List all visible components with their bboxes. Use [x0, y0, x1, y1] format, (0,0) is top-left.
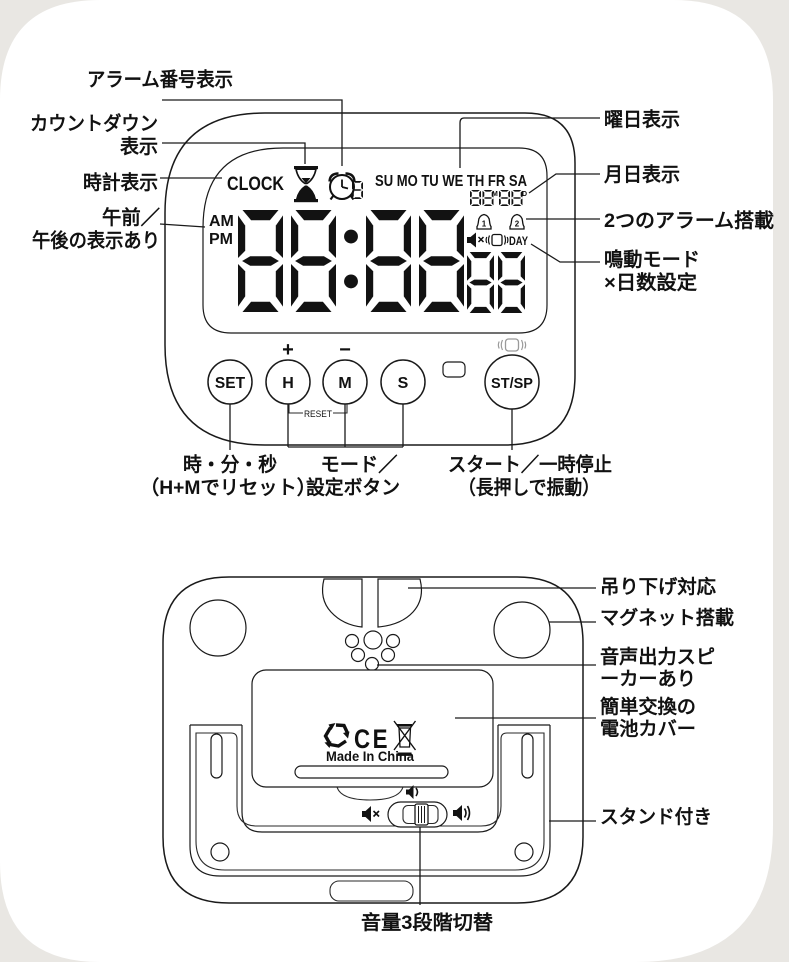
date-display: M D — [470, 190, 527, 206]
lcd-days: SU MO TU WE TH FR SA — [375, 173, 527, 190]
label-ring-mode-1: 鳴動モード — [604, 248, 700, 271]
label-ring-mode-2: ×日数設定 — [604, 271, 698, 294]
minus-label: − — [339, 339, 351, 361]
thumb-notch — [336, 786, 404, 801]
line-countdown — [162, 142, 306, 164]
am-label: AM — [209, 213, 234, 230]
line-hms — [287, 404, 404, 448]
clock-front-view: CLOCK SU MO TU WE TH FR SA M D — [164, 112, 576, 446]
label-ampm-1: 午前／ — [102, 206, 160, 229]
volume-knob — [414, 803, 429, 826]
ce-mark: CE — [354, 724, 390, 754]
hanging-slot — [321, 578, 423, 628]
bottom-notch — [329, 880, 414, 902]
magnet-right — [493, 601, 551, 659]
label-magnet: マグネット搭載 — [600, 606, 734, 629]
plus-label: + — [282, 339, 294, 361]
back-annotation-lines — [377, 587, 596, 905]
pm-label: PM — [209, 231, 233, 248]
day-mark: D — [522, 191, 527, 198]
label-countdown-2: 表示 — [119, 135, 158, 158]
label-stand: スタンド付き — [600, 805, 712, 828]
magnet-left — [189, 599, 247, 657]
label-speaker-1: 音声出力スピ — [600, 645, 715, 668]
volume-switch — [362, 785, 471, 828]
led-indicator — [442, 361, 466, 378]
label-battery-1: 簡単交換の — [600, 695, 696, 718]
label-hanging: 吊り下げ対応 — [600, 575, 716, 598]
label-speaker-2: ーカーあり — [600, 668, 696, 690]
lcd-mode-label: CLOCK — [227, 174, 284, 195]
front-annotation-lines — [159, 99, 600, 450]
reset-bracket: RESET — [288, 404, 348, 420]
clock-back-view: CE Made In China — [162, 576, 584, 904]
month-mark: M — [492, 191, 498, 198]
label-weekday: 曜日表示 — [604, 108, 680, 131]
stand-slot-right — [521, 733, 534, 779]
label-volume: 音量3段階切替 — [361, 911, 494, 934]
day-label: DAY — [509, 236, 528, 248]
bell-1-icon: 1 — [476, 213, 492, 230]
date-day-display — [499, 190, 523, 206]
label-two-alarms: 2つのアラーム搭載 — [604, 209, 775, 232]
label-ampm-2: 午後の表示あり — [32, 229, 160, 252]
label-mode-2: 設定ボタン — [306, 476, 400, 499]
front-annotation-labels: アラーム番号表示 カウントダウン 表示 時計表示 午前／ 午後の表示あり 曜日表… — [30, 68, 775, 499]
svg-text:2: 2 — [515, 220, 520, 229]
line-alarm-number — [162, 99, 343, 166]
date-month-display — [470, 190, 494, 206]
label-countdown-1: カウントダウン — [30, 112, 158, 135]
stand-slot-left — [210, 733, 223, 779]
vibrate-icon — [485, 233, 509, 247]
label-mode-1: モード／ — [321, 453, 398, 476]
weee-icon — [393, 720, 417, 756]
time-display — [238, 210, 464, 312]
alarm-number-display — [352, 181, 363, 199]
label-monthday: 月日表示 — [603, 163, 680, 186]
vibrate-mode-mark — [497, 338, 527, 352]
seconds-display — [467, 252, 525, 313]
line-weekday — [459, 117, 600, 168]
recycle-icon — [323, 723, 350, 748]
battery-cover — [251, 669, 494, 788]
label-hms-1: 時・分・秒 — [183, 453, 277, 476]
startstop-button-label: ST/SP — [491, 376, 533, 392]
hour-button-label: H — [282, 375, 294, 392]
mute-icon — [467, 232, 485, 248]
alarm-clock-icon — [328, 172, 356, 201]
label-clock-display: 時計表示 — [83, 171, 158, 194]
volume-high-icon — [453, 805, 471, 821]
minute-button-label: M — [338, 375, 351, 392]
bell-2-icon: 2 — [509, 213, 525, 230]
volume-low-icon — [406, 785, 419, 799]
mute-icon-back — [362, 806, 380, 822]
battery-latch — [294, 765, 449, 779]
back-annotation-labels: 吊り下げ対応 マグネット搭載 音声出力スピ ーカーあり 簡単交換の 電池カバー … — [361, 575, 734, 934]
screw-left — [210, 842, 230, 862]
speaker-holes — [344, 630, 401, 672]
screw-right — [514, 842, 534, 862]
label-alarm-number: アラーム番号表示 — [87, 68, 233, 91]
line-ring-mode — [530, 243, 600, 263]
second-button-label: S — [398, 375, 409, 392]
label-battery-2: 電池カバー — [600, 717, 696, 740]
label-start-1: スタート／一時停止 — [448, 453, 612, 476]
made-in-china: Made In China — [326, 749, 414, 764]
hourglass-icon — [294, 166, 318, 203]
label-hms-2: （H+Mでリセット） — [140, 476, 316, 499]
reset-label: RESET — [304, 409, 332, 420]
svg-text:1: 1 — [482, 220, 487, 229]
line-monthday — [528, 173, 600, 194]
label-start-2: （長押しで振動） — [458, 476, 600, 499]
line-ampm — [159, 223, 206, 228]
set-button-label: SET — [215, 375, 246, 392]
